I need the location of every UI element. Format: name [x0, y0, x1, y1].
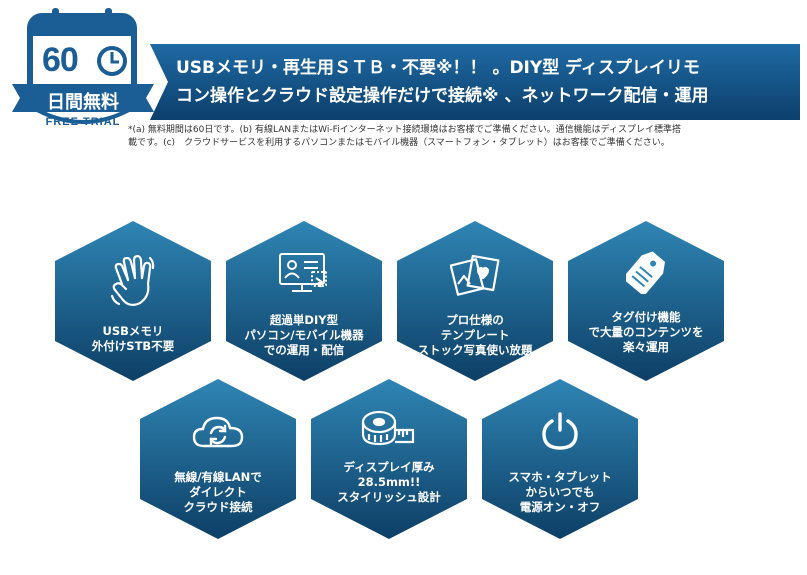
headline-line-2: コン操作とクラウド設定操作だけで接続※ 、ネットワーク配信・運用: [176, 86, 709, 106]
feature-line: スマホ・タブレット: [508, 470, 612, 484]
tape-measure-icon: [361, 410, 415, 446]
feature-line: クラウド接続: [183, 500, 253, 514]
feature-line: 電源オン・オフ: [519, 500, 601, 514]
feature-usb-free: USBメモリ 外付けSTB不要: [53, 220, 213, 382]
feature-diy-operation: 超過単DIY型 パソコン/モバイル機器 での運用・配信: [224, 220, 384, 382]
feature-line: 楽々運用: [623, 340, 669, 354]
power-icon: [542, 412, 578, 450]
cloud-sync-icon: [192, 416, 244, 448]
footnote-line-2: 載です。(c) クラウドサービスを利用するパソコンまたはモバイル機器（スマートフ…: [128, 138, 670, 148]
calendar-icon: [12, 8, 154, 124]
headline-line-1: USBメモリ・再生用ＳＴＢ・不要※！！ 。DIY型 ディスプレイリモ: [176, 58, 700, 78]
trial-days-number: 60: [42, 41, 79, 79]
feature-power-remote: スマホ・タブレット からいつでも 電源オン・オフ: [480, 378, 640, 540]
tag-icon: [626, 251, 665, 294]
trial-days-label: 日間無料: [47, 92, 119, 113]
feature-line: スタイリッシュ設計: [337, 490, 441, 504]
feature-templates: プロ仕様の テンプレート ストック写真使い放題: [395, 220, 555, 382]
computer-user-icon: [279, 253, 327, 292]
feature-line: テンプレート: [440, 328, 510, 342]
hand-wave-icon: [110, 254, 155, 307]
feature-line: で大量のコンテンツを: [588, 325, 704, 339]
footnote-line-1: *(a) 無料期間は60日です。(b) 有線LANまたはWi-Fiインターネット…: [128, 125, 682, 135]
feature-line: 無線/有線LANで: [174, 470, 262, 484]
feature-line: ダイレクト: [189, 485, 247, 499]
feature-line: 超過単DIY型: [269, 313, 339, 327]
feature-tagging: タグ付け機能 で大量のコンテンツを 楽々運用: [566, 220, 726, 382]
feature-line: タグ付け機能: [611, 310, 681, 324]
headline-banner: USBメモリ・再生用ＳＴＢ・不要※！！ 。DIY型 ディスプレイリモ コン操作と…: [150, 44, 800, 120]
feature-line: 外付けSTB不要: [91, 339, 175, 353]
feature-cloud-connect: 無線/有線LANで ダイレクト クラウド接続: [138, 378, 298, 540]
feature-line: 28.5mm!!: [357, 475, 421, 489]
feature-line: ディスプレイ厚み: [343, 460, 435, 474]
feature-line: USBメモリ: [102, 324, 164, 338]
feature-line: からいつでも: [525, 485, 595, 499]
free-trial-label: FREE TRIAL: [45, 116, 121, 128]
free-trial-badge: 60 日間無料 FREE TRIAL: [8, 6, 158, 138]
feature-line: パソコン/モバイル機器: [244, 328, 364, 342]
feature-line: プロ仕様の: [446, 313, 504, 327]
footnote: *(a) 無料期間は60日です。(b) 有線LANまたはWi-Fiインターネット…: [128, 124, 800, 150]
feature-line: での運用・配信: [263, 343, 345, 357]
photos-icon: [450, 254, 500, 296]
feature-thin-design: ディスプレイ厚み 28.5mm!! スタイリッシュ設計: [309, 378, 469, 540]
feature-line: ストック写真使い放題: [417, 343, 533, 357]
